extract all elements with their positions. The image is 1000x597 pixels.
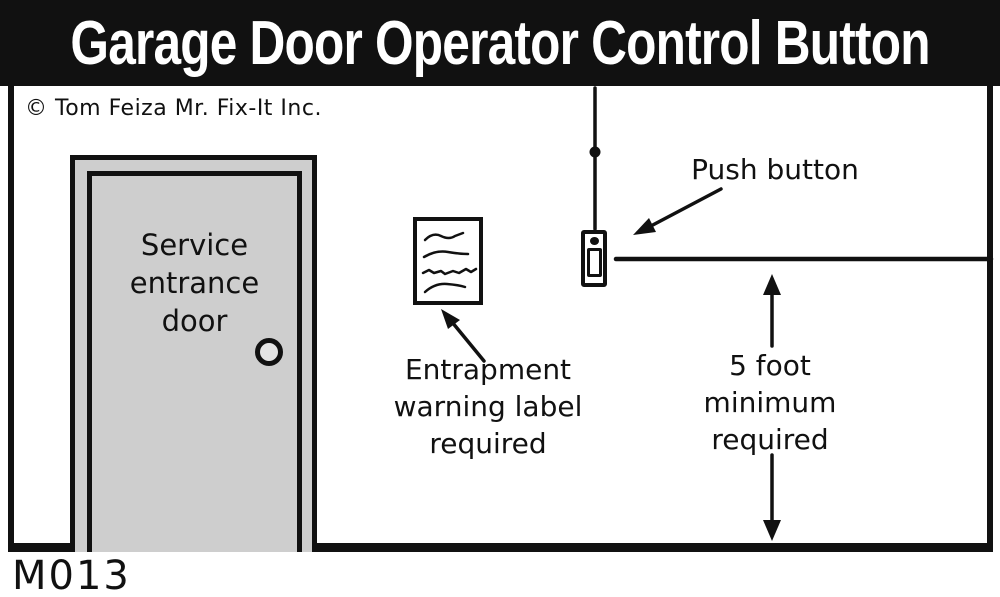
diagram-code: M013 [12,553,131,597]
title-banner: Garage Door Operator Control Button [0,0,1000,86]
door-label: Service entrance door [129,228,260,338]
clearance-caption: 5 foot minimum required [703,349,837,456]
push-button-device [581,230,607,287]
page-title: Garage Door Operator Control Button [70,8,930,78]
entrapment-warning-label [413,217,483,305]
door-knob-icon [255,338,283,366]
push-button-caption: Push button [691,153,859,186]
push-button-key-icon [586,248,602,277]
push-button-indicator-icon [589,237,599,245]
copyright-text: © Tom Feiza Mr. Fix-It Inc. [25,96,322,121]
entrapment-caption: Entrapment warning label required [393,353,583,460]
